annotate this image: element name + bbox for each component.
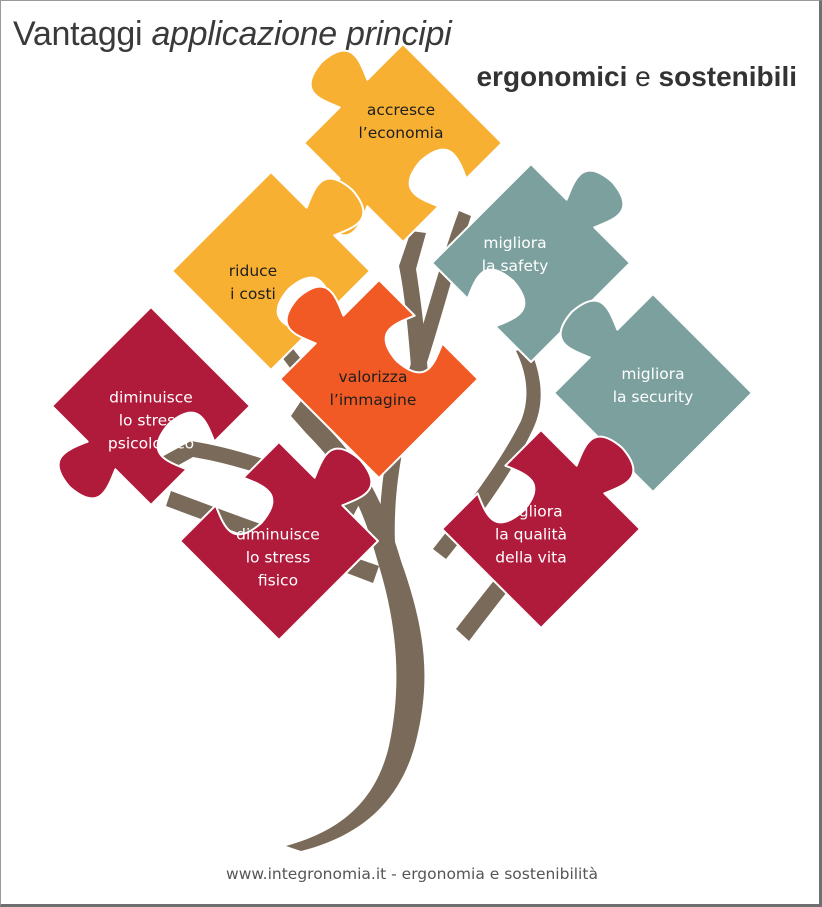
title-line-2: ergonomici e sostenibili xyxy=(476,61,797,93)
label-line: diminuisce xyxy=(109,388,193,407)
label-line: valorizza xyxy=(338,368,408,386)
label-line: diminuisce xyxy=(236,525,320,544)
label-line: migliora xyxy=(621,365,685,383)
label-migliora-security: migliora la security xyxy=(613,363,694,409)
label-line: lo stress xyxy=(118,411,184,430)
label-line: i costi xyxy=(230,285,276,303)
branch-upper xyxy=(399,231,429,391)
label-migliora-safety: migliora la safety xyxy=(482,232,549,278)
puzzle-pieces xyxy=(51,43,753,641)
title-bold-ergonomici: ergonomici xyxy=(476,61,628,92)
label-line: riduce xyxy=(228,262,278,280)
label-migliora-qualita-vita: migliora la qualità della vita xyxy=(495,501,567,570)
puzzle-piece-vita xyxy=(441,429,641,629)
label-diminuisce-stress-psicologico: diminuisce lo stress psicologico xyxy=(108,387,194,456)
label-line: la security xyxy=(612,388,694,406)
label-riduce-costi: riduce i costi xyxy=(229,260,277,306)
label-line: accresce xyxy=(366,101,436,119)
label-line: psicologico xyxy=(107,434,195,453)
label-valorizza-immagine: valorizza l’immagine xyxy=(330,366,417,412)
label-line: lo stress xyxy=(245,548,311,567)
trunk-right xyxy=(379,211,471,561)
label-line: la safety xyxy=(481,257,549,275)
title-bold-sostenibili: sostenibili xyxy=(658,61,797,92)
footer-website-link[interactable]: www.integronomia.it xyxy=(226,865,387,883)
label-line: l’economia xyxy=(358,124,444,142)
label-line: fisico xyxy=(257,571,299,590)
footer-tagline: ergonomia e sostenibilità xyxy=(401,865,598,883)
title-conjunction: e xyxy=(635,61,651,92)
label-accresce-economia: accresce l’economia xyxy=(359,99,444,145)
puzzle-piece-stress-psico xyxy=(51,306,251,506)
puzzle-piece-stress-fisico xyxy=(179,441,379,641)
puzzle-piece-immagine xyxy=(279,279,479,479)
label-line: migliora xyxy=(499,502,563,521)
label-line: l’immagine xyxy=(329,391,417,409)
label-line: migliora xyxy=(483,234,547,252)
footer: www.integronomia.it - ergonomia e sosten… xyxy=(1,865,819,883)
footer-separator: - xyxy=(391,865,397,883)
label-diminuisce-stress-fisico: diminuisce lo stress fisico xyxy=(236,524,320,593)
title-plain: Vantaggi xyxy=(13,15,143,53)
label-line: la qualità xyxy=(494,525,568,544)
branch-left xyxy=(136,441,361,516)
label-line: della vita xyxy=(495,548,567,567)
